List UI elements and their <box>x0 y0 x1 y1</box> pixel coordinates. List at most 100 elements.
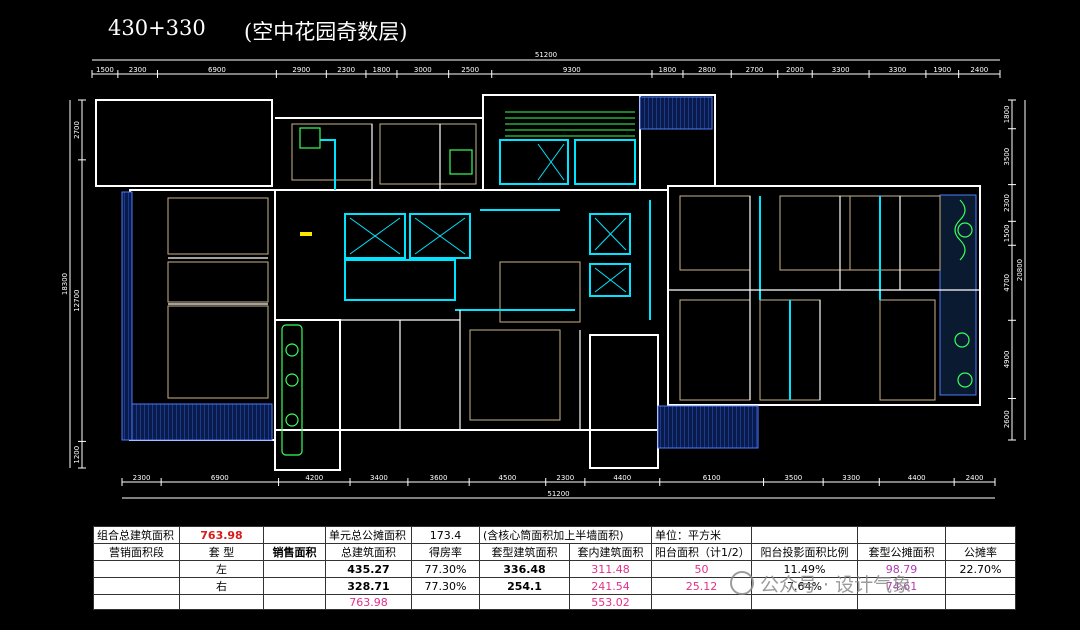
top-dimension: 9300 <box>563 66 581 74</box>
header-cell: 得房率 <box>411 543 480 561</box>
watermark: 公众号 · 设计气象 <box>730 570 911 597</box>
drawing-title: 430+330 <box>108 16 206 40</box>
table-cell <box>945 577 1016 595</box>
top-dimension: 1900 <box>933 66 951 74</box>
table-cell <box>479 594 570 610</box>
top-dimension: 2500 <box>461 66 479 74</box>
header-cell: 公摊率 <box>945 543 1016 561</box>
right-dimension: 2600 <box>1003 410 1011 428</box>
bottom-dimension: 4500 <box>499 474 517 482</box>
shared-area-value: 173.4 <box>411 526 480 544</box>
top-dimension: 3300 <box>832 66 850 74</box>
table-cell: 254.1 <box>479 577 570 595</box>
bottom-dimension: 2300 <box>556 474 574 482</box>
top-dimension: 2700 <box>746 66 764 74</box>
table-header-row: 营销面积段 套 型 销售面积 总建筑面积 得房率 套型建筑面积 套内建筑面积 阳… <box>93 543 1016 561</box>
table-cell: 左 <box>179 560 264 578</box>
stair <box>505 111 635 137</box>
table-row: 左 435.27 77.30% 336.48 311.48 50 11.49% … <box>93 560 1016 578</box>
top-dimension: 2900 <box>292 66 310 74</box>
header-cell: 套内建筑面积 <box>569 543 652 561</box>
cyan-partitions <box>320 139 881 400</box>
wechat-logo-icon <box>730 571 754 595</box>
table-cell: 336.48 <box>479 560 570 578</box>
unit-label: 单位：平方米 <box>651 526 752 544</box>
top-dimension: 2000 <box>786 66 804 74</box>
table-cell: 77.30% <box>411 560 480 578</box>
table-cell <box>93 560 180 578</box>
header-cell: 阳台面积（计1/2） <box>651 543 752 561</box>
bottom-dimension: 4400 <box>613 474 631 482</box>
top-dimension: 6900 <box>208 66 226 74</box>
table-cell: 435.27 <box>325 560 412 578</box>
table-cell: 763.98 <box>325 594 412 610</box>
bottom-dimension: 6100 <box>703 474 721 482</box>
top-dimension: 2800 <box>698 66 716 74</box>
top-dimension: 2400 <box>970 66 988 74</box>
shared-area-note: (含核心筒面积加上半墙面积) <box>479 526 652 544</box>
bottom-dimension: 2400 <box>966 474 984 482</box>
right-dimension: 1500 <box>1003 224 1011 242</box>
table-cell: 328.71 <box>325 577 412 595</box>
bottom-dimension: 4400 <box>908 474 926 482</box>
top-dimension-total: 51200 <box>535 51 557 59</box>
header-cell: 套型建筑面积 <box>479 543 570 561</box>
yellow-accent <box>300 232 312 236</box>
elevator-marks <box>349 143 627 293</box>
balconies <box>121 96 977 449</box>
table-cell <box>263 577 326 595</box>
table-cell: 311.48 <box>569 560 652 578</box>
header-cell: 套 型 <box>179 543 264 561</box>
drawing-subtitle: (空中花园奇数层) <box>244 20 408 44</box>
right-dimension: 4700 <box>1003 274 1011 292</box>
table-cell <box>945 594 1016 610</box>
table-cell: 7.64% <box>751 577 858 595</box>
table-cell: 77.30% <box>411 577 480 595</box>
table-cell <box>93 594 180 610</box>
left-dimension-chain <box>69 100 83 468</box>
green-fixtures <box>281 127 973 456</box>
bottom-dimension: 3600 <box>430 474 448 482</box>
table-cell: 553.02 <box>569 594 652 610</box>
bottom-dimension: 3500 <box>784 474 802 482</box>
table-cell: 241.54 <box>569 577 652 595</box>
bottom-dimension: 6900 <box>211 474 229 482</box>
table-cell <box>263 560 326 578</box>
watermark-text: 公众号 · 设计气象 <box>760 574 912 596</box>
table-cell <box>179 594 264 610</box>
right-dimension-chain <box>1011 100 1026 440</box>
header-cell: 总建筑面积 <box>325 543 412 561</box>
table-cell: 右 <box>179 577 264 595</box>
bottom-dimension: 4200 <box>305 474 323 482</box>
left-dimension: 12700 <box>73 289 81 311</box>
header-cell: 销售面积 <box>263 543 326 561</box>
header-cell: 套型公摊面积 <box>857 543 946 561</box>
top-dimension: 3000 <box>414 66 432 74</box>
top-dimension: 1500 <box>96 66 114 74</box>
right-dimension: 3500 <box>1003 148 1011 166</box>
bottom-dimension: 3300 <box>842 474 860 482</box>
shared-area-label: 单元总公摊面积 <box>325 526 412 544</box>
top-dimension: 3300 <box>889 66 907 74</box>
total-area-value: 763.98 <box>179 526 264 544</box>
bottom-dimension-chain <box>122 481 995 499</box>
top-dimension: 2300 <box>129 66 147 74</box>
right-dimension: 4900 <box>1003 350 1011 368</box>
top-dimension: 1800 <box>373 66 391 74</box>
area-table: 组合总建筑面积 763.98 单元总公摊面积 173.4 (含核心筒面积加上半墙… <box>93 526 1016 610</box>
left-dimension: 1200 <box>73 446 81 464</box>
top-dimension: 2300 <box>337 66 355 74</box>
right-dimension-total: 20800 <box>1016 259 1024 281</box>
bottom-dimension: 2300 <box>133 474 151 482</box>
table-cell <box>411 594 480 610</box>
total-area-label: 组合总建筑面积 <box>93 526 180 544</box>
table-cell: 22.70% <box>945 560 1016 578</box>
left-dimension-total: 18300 <box>61 273 69 295</box>
bottom-dimension-total: 51200 <box>547 490 569 498</box>
top-dimension-chain <box>92 59 1000 75</box>
right-dimension: 2300 <box>1003 194 1011 212</box>
table-row: 组合总建筑面积 763.98 单元总公摊面积 173.4 (含核心筒面积加上半墙… <box>93 526 1016 544</box>
header-cell: 营销面积段 <box>93 543 180 561</box>
